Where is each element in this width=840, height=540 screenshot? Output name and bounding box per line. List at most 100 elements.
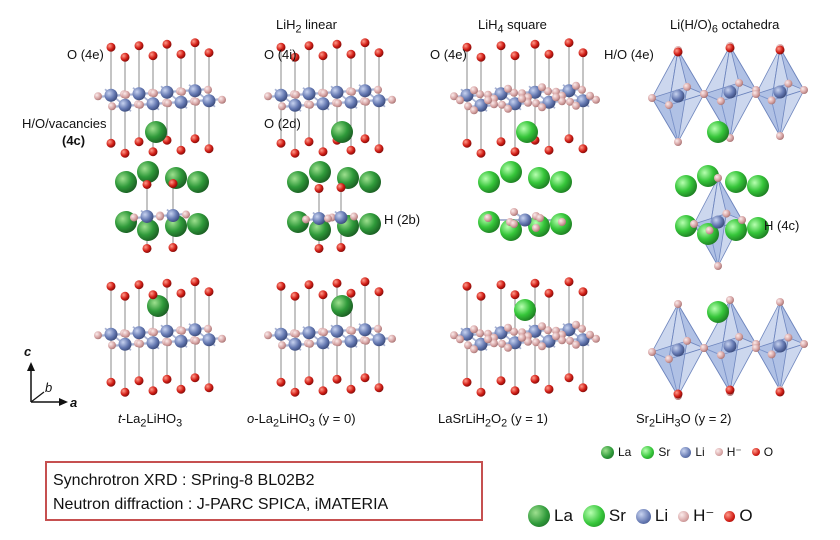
li-atom — [146, 97, 160, 111]
legend-large-h: H⁻ — [678, 506, 714, 526]
title-col3: LiH4 square — [478, 17, 547, 36]
h-atom — [306, 339, 314, 348]
la-atom — [331, 121, 353, 143]
h-atom — [136, 100, 144, 109]
sr-atom — [478, 211, 500, 233]
o-atom — [106, 138, 116, 148]
legend-small-h: H⁻ — [714, 445, 742, 459]
o-atom — [134, 41, 144, 51]
o-atom — [134, 280, 144, 290]
h-atom — [767, 96, 776, 105]
li-atom — [166, 209, 180, 223]
h-atom — [504, 104, 512, 113]
h-atom — [278, 341, 286, 350]
h-atom — [572, 81, 580, 90]
h-atom — [714, 262, 722, 270]
o-atom — [346, 288, 356, 298]
o-atom — [564, 38, 574, 48]
h-atom — [735, 78, 744, 87]
o-atom — [318, 386, 328, 396]
h-atom — [94, 331, 102, 340]
o-atom — [544, 384, 554, 394]
li-atom — [316, 336, 330, 350]
li-atom — [188, 84, 202, 98]
o-atom — [496, 41, 506, 51]
o-atom — [290, 148, 300, 158]
li-atom — [773, 85, 787, 99]
la-atom — [359, 171, 381, 193]
polyhedron-face — [720, 343, 757, 394]
site-label-o2d: O (2d) — [264, 116, 301, 131]
o-atom — [176, 145, 186, 155]
h-atom — [334, 338, 342, 347]
o-atom — [162, 374, 172, 384]
legend-small-li: Li — [680, 445, 705, 459]
sr-atom — [478, 171, 500, 193]
h-atom — [490, 100, 498, 109]
polyhedron-face — [668, 347, 705, 398]
o-atom — [204, 383, 214, 393]
o-atom — [120, 148, 130, 158]
h-atom — [320, 328, 328, 337]
h-atom — [683, 82, 692, 91]
li-atom — [104, 327, 118, 341]
o-atom — [142, 243, 152, 253]
bond-line — [468, 337, 596, 347]
li-atom — [312, 211, 326, 225]
o-atom — [276, 281, 286, 291]
sr-atom — [725, 171, 747, 193]
title-col2: LiH2 linear — [276, 17, 337, 36]
o-atom — [510, 386, 520, 396]
h-atom — [484, 96, 492, 105]
legend-small-la: La — [601, 445, 631, 459]
h-atom — [218, 95, 226, 104]
site-label-ho4e: H/O (4e) — [604, 47, 654, 62]
h-atom — [136, 339, 144, 348]
li-atom — [508, 97, 522, 111]
o-atom — [106, 281, 116, 291]
h-atom — [572, 320, 580, 329]
la-atom — [137, 219, 159, 241]
o-atom — [476, 387, 486, 397]
axis-a-label: a — [70, 395, 78, 410]
o-atom — [530, 39, 540, 49]
li-atom — [202, 94, 216, 108]
axes-glyph — [27, 362, 68, 406]
o-atom — [168, 179, 178, 189]
li-atom — [160, 85, 174, 99]
o-atom — [578, 383, 588, 393]
li-atom — [474, 98, 488, 112]
bond-line — [454, 327, 582, 337]
o-atom — [346, 384, 356, 394]
o-atom — [346, 145, 356, 155]
la-atom — [331, 295, 353, 317]
h-atom — [130, 213, 138, 222]
h-atom — [714, 174, 722, 182]
h-atom — [204, 324, 212, 333]
polyhedron-face — [771, 89, 805, 138]
site-label-o4e-col1: O (4e) — [67, 47, 104, 62]
li-atom — [671, 343, 685, 357]
site-label-hov-4c: (4c) — [62, 133, 86, 148]
site-label-o4e-col3: O (4e) — [430, 47, 467, 62]
caption-col2: o-La2LiHO3 (y = 0) — [247, 411, 356, 430]
h-atom — [150, 328, 158, 337]
h-atom — [504, 323, 512, 332]
li-atom — [146, 336, 160, 350]
neutron-line: Neutron diffraction : J-PARC SPICA, iMAT… — [53, 496, 389, 513]
li-atom — [344, 334, 358, 348]
o-atom — [304, 41, 314, 51]
li-atom — [274, 327, 288, 341]
o-atom — [462, 42, 472, 52]
h-atom — [320, 89, 328, 98]
h-atom — [524, 98, 532, 107]
h-atom — [558, 97, 566, 106]
o-atom — [578, 144, 588, 154]
h-atom — [374, 324, 382, 333]
la-atom — [147, 295, 169, 317]
o-atom — [148, 386, 158, 396]
h-atom — [800, 86, 808, 94]
o-atom — [290, 387, 300, 397]
h-atom — [292, 90, 300, 99]
li-atom — [344, 95, 358, 109]
